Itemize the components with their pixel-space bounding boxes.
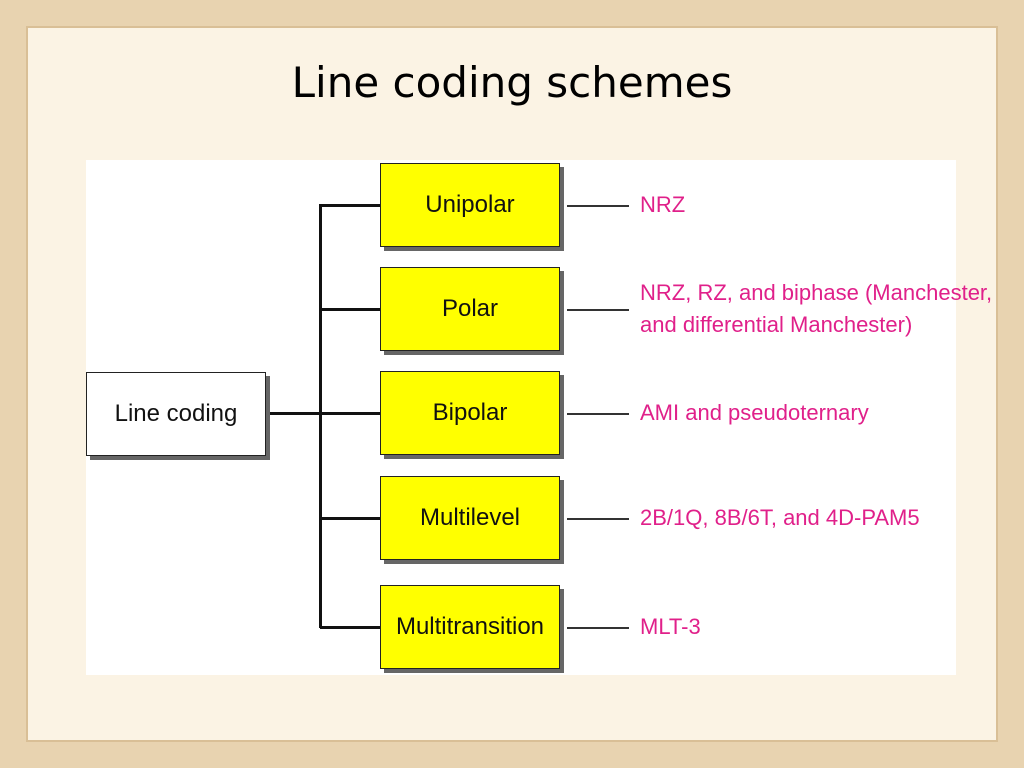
polar-node: Polar [380,267,560,351]
scheme-connector-multilevel [567,518,629,520]
scheme-connector-polar [567,309,629,311]
slide-title: Line coding schemes [291,58,733,107]
trunk-line [319,204,322,628]
branch-bipolar [320,412,380,415]
unipolar-node: Unipolar [380,163,560,247]
scheme-connector-multitransition [567,627,629,629]
multitransition-node: Multitransition [380,585,560,669]
branch-multilevel [320,517,380,520]
unipolar-schemes: NRZ [640,192,686,217]
branch-unipolar [320,204,380,207]
branch-polar [320,308,380,311]
polar-schemes-line2: and differential Manchester) [640,312,913,337]
scheme-connector-unipolar [567,205,629,207]
bipolar-node: Bipolar [380,371,560,455]
root-connector [266,412,320,415]
bipolar-schemes: AMI and pseudoternary [640,400,869,425]
multilevel-schemes: 2B/1Q, 8B/6T, and 4D-PAM5 [640,505,920,530]
multitransition-schemes: MLT-3 [640,614,701,639]
branch-multitransition [320,626,380,629]
polar-schemes-line1: NRZ, RZ, and biphase (Manchester, [640,280,993,305]
scheme-connector-bipolar [567,413,629,415]
line-coding-node: Line coding [86,372,266,456]
multilevel-node: Multilevel [380,476,560,560]
